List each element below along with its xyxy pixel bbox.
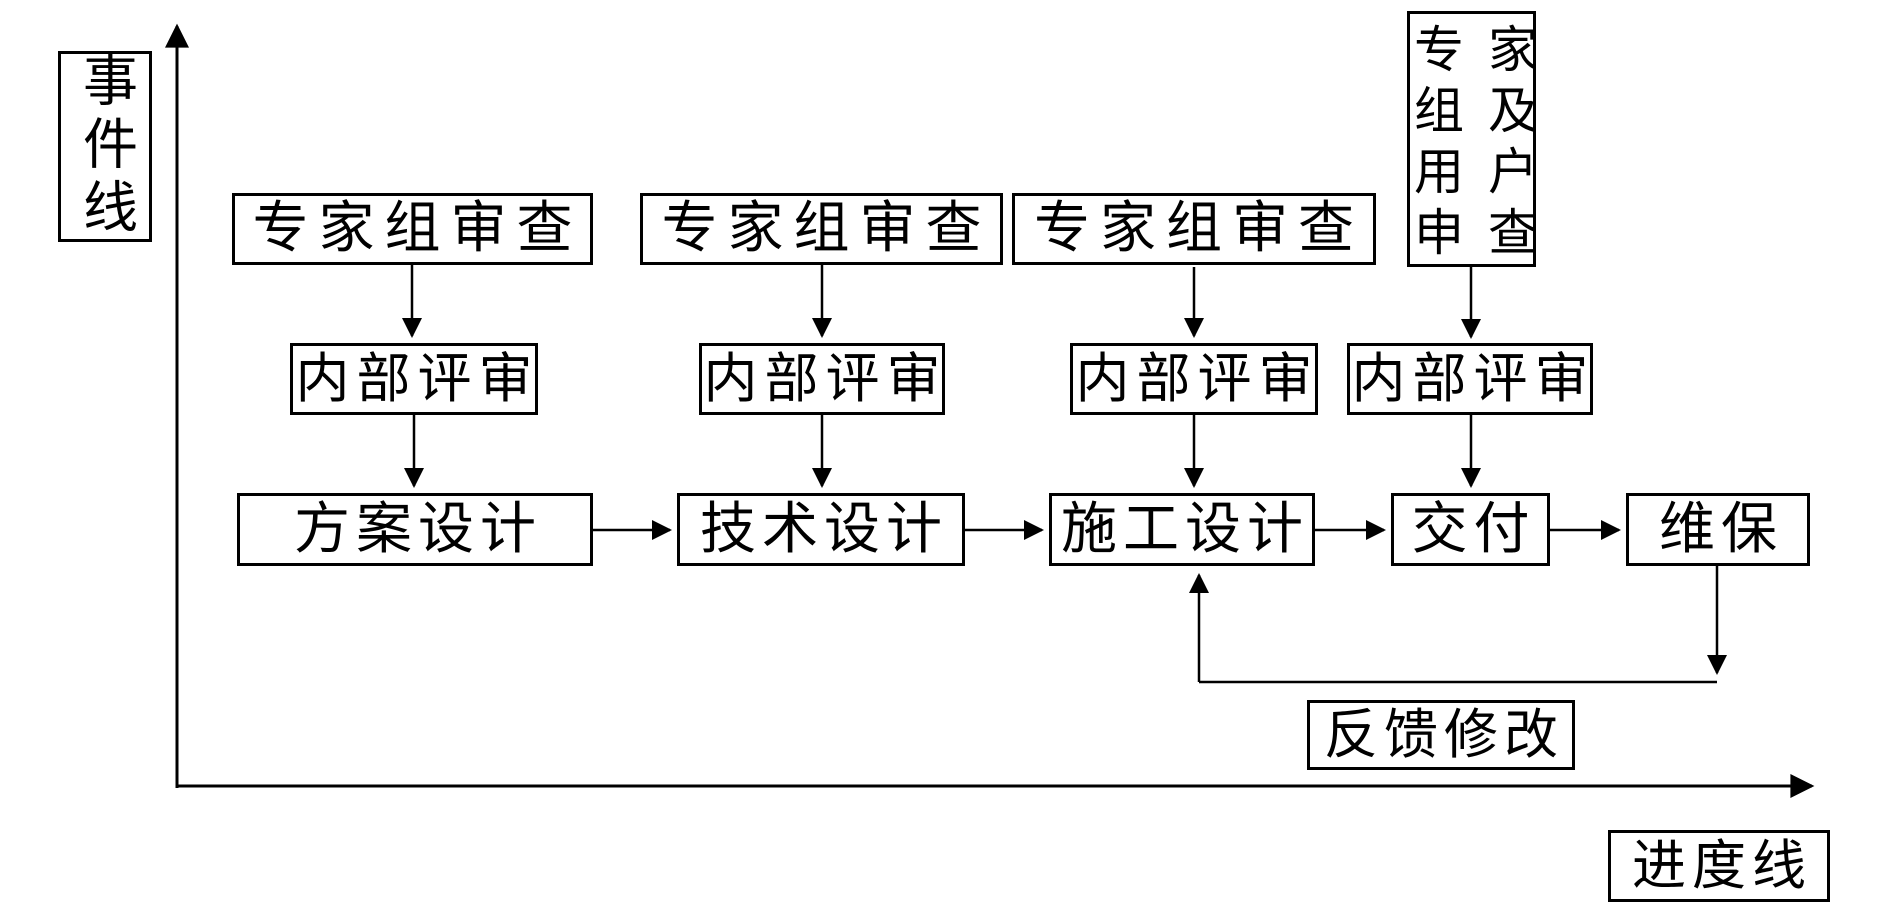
stage-scheme-design: 方案设计 (237, 493, 593, 566)
expert-user-review-line-1: 专家 (1414, 22, 1533, 78)
internal-review-box-1: 内部评审 (290, 343, 538, 415)
expert-review-box-2: 专家组审查 (640, 193, 1003, 265)
stage-technical-design: 技术设计 (677, 493, 965, 566)
stage-delivery: 交付 (1391, 493, 1550, 566)
expert-user-review-line-3: 用户 (1414, 144, 1533, 200)
expert-user-review-line-2: 组及 (1414, 83, 1533, 139)
expert-user-review-box: 专家 组及 用户 申查 (1407, 11, 1536, 267)
x-axis-label: 进度线 (1608, 830, 1830, 902)
internal-review-box-3: 内部评审 (1070, 343, 1318, 415)
internal-review-box-2: 内部评审 (699, 343, 945, 415)
feedback-label: 反馈修改 (1307, 700, 1575, 770)
expert-review-box-1: 专家组审查 (232, 193, 593, 265)
expert-user-review-line-4: 申查 (1414, 205, 1533, 261)
stage-maintenance: 维保 (1626, 493, 1810, 566)
expert-review-box-3: 专家组审查 (1012, 193, 1376, 265)
stage-construction-design: 施工设计 (1049, 493, 1315, 566)
y-axis-label: 事件线 (58, 51, 152, 242)
internal-review-box-4: 内部评审 (1347, 343, 1593, 415)
